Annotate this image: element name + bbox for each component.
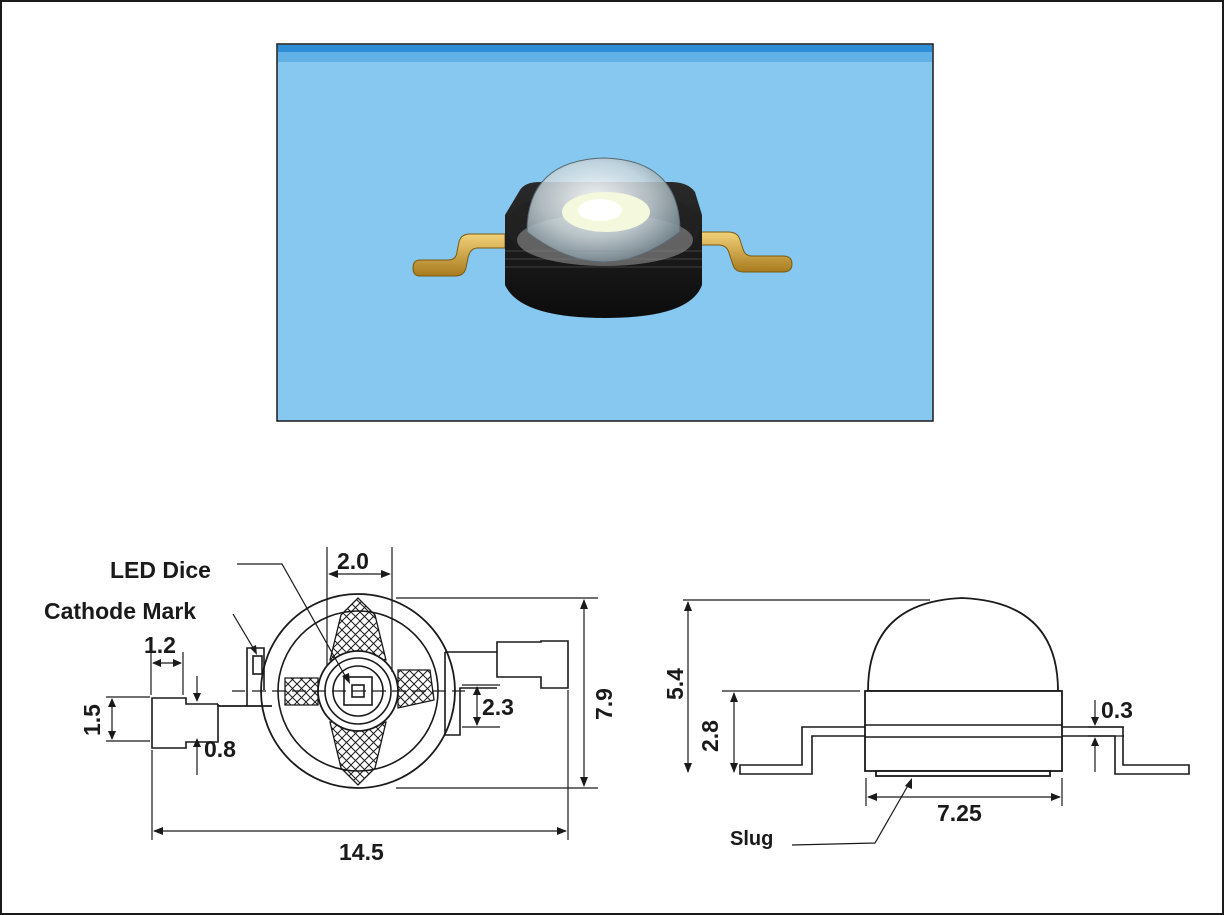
slug-label: Slug xyxy=(730,828,773,850)
dim-0-3: 0.3 xyxy=(1101,697,1133,723)
dim-2-3: 2.3 xyxy=(482,694,514,720)
led-dice-label: LED Dice xyxy=(110,557,211,583)
cathode-mark-label: Cathode Mark xyxy=(44,598,196,624)
photo-top-band xyxy=(278,45,932,52)
led-left-lead xyxy=(412,233,506,277)
top-view-arm-bottom xyxy=(329,721,387,786)
cathode-mark-leader xyxy=(232,613,256,652)
side-view-body xyxy=(864,690,1063,772)
top-view-right-lead xyxy=(445,640,569,689)
side-view-slug xyxy=(875,770,1051,777)
side-view-drawing: 5.4 2.8 0.3 7.25 Slug xyxy=(662,597,1190,850)
dim-5-4: 5.4 xyxy=(662,668,688,700)
led-right-lead xyxy=(689,231,793,273)
led-photo xyxy=(276,43,934,422)
dim-7-9: 7.9 xyxy=(591,688,617,720)
slug-leader xyxy=(791,781,911,846)
side-view-dome xyxy=(867,597,1059,692)
cathode-mark-box xyxy=(252,655,263,675)
dim-7-25: 7.25 xyxy=(937,800,982,826)
top-view-drawing: LED Dice Cathode Mark 2.0 1.2 1.5 0.8 2.… xyxy=(44,547,617,865)
dim-2-0: 2.0 xyxy=(337,548,369,574)
dim-14-5: 14.5 xyxy=(339,839,384,865)
side-view-left-lead xyxy=(739,726,865,775)
dim-2-8: 2.8 xyxy=(697,720,723,752)
dim-1-5: 1.5 xyxy=(79,704,105,736)
dim-1-2: 1.2 xyxy=(144,632,176,658)
dim-0-8: 0.8 xyxy=(204,736,236,762)
top-view-left-lead xyxy=(151,697,272,749)
side-view-right-lead xyxy=(1062,726,1190,775)
led-dice-leader xyxy=(237,563,349,682)
